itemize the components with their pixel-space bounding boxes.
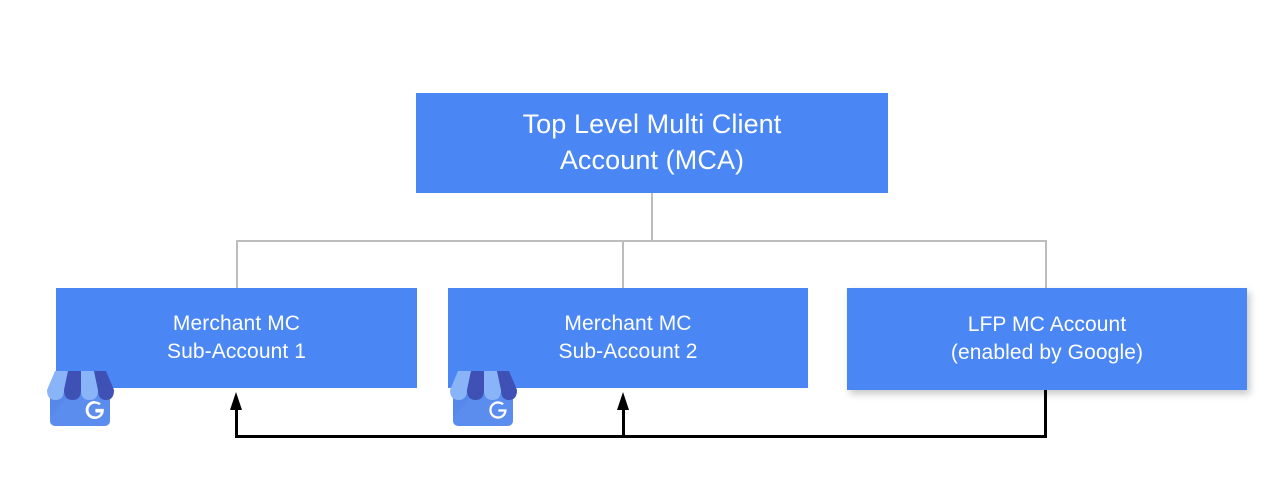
google-business-profile-storefront-icon bbox=[450, 371, 517, 426]
node-merchant-sub-account-2-label: Merchant MC Sub-Account 2 bbox=[558, 312, 698, 363]
node-top-level-mca[interactable]: Top Level Multi Client Account (MCA) bbox=[416, 93, 888, 193]
flow-line-bottom bbox=[235, 435, 1047, 438]
flow-line-to-sub2 bbox=[622, 404, 625, 437]
node-merchant-sub-account-1-label: Merchant MC Sub-Account 1 bbox=[166, 312, 307, 363]
connector-drop-lfp bbox=[1045, 240, 1047, 289]
flow-line-to-sub1 bbox=[235, 404, 238, 437]
node-lfp-mc-account[interactable]: LFP MC Account (enabled by Google) bbox=[847, 288, 1247, 390]
connector-top-stem bbox=[651, 193, 653, 242]
letter-g-glyph bbox=[489, 401, 507, 419]
node-lfp-mc-account-label: LFP MC Account (enabled by Google) bbox=[950, 313, 1144, 364]
connector-drop-sub2 bbox=[622, 240, 624, 289]
arrowhead-up-icon-sub1 bbox=[230, 392, 242, 410]
connector-horizontal-bar bbox=[236, 240, 1047, 242]
node-merchant-sub-account-1[interactable]: Merchant MC Sub-Account 1 bbox=[56, 288, 417, 388]
arrowhead-up-icon-sub2 bbox=[617, 392, 629, 410]
flow-line-from-lfp bbox=[1044, 390, 1047, 438]
letter-g-glyph bbox=[85, 400, 104, 420]
connector-drop-sub1 bbox=[236, 240, 238, 289]
google-business-profile-storefront-icon bbox=[47, 371, 114, 426]
node-top-level-mca-label: Top Level Multi Client Account (MCA) bbox=[522, 109, 782, 175]
